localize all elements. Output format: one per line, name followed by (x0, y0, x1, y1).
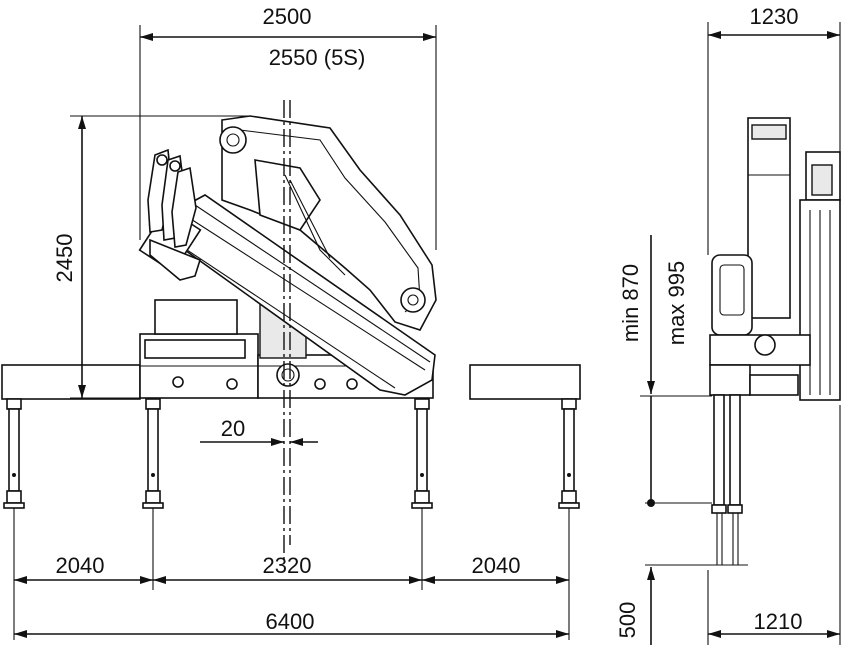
side-min-label: min 870 (618, 264, 643, 342)
dimension-side-stroke: 500 (615, 396, 712, 645)
crane-column (219, 115, 437, 331)
right-outer-leg (558, 398, 580, 509)
dimension-side-width: 1230 (707, 4, 841, 255)
side-legs (708, 394, 748, 566)
side-stroke-label: 500 (615, 602, 640, 639)
dimension-leg-spacing: 2040 2320 2040 (13, 508, 570, 640)
leg-left-label: 2040 (56, 553, 105, 578)
telescopic-boom (138, 194, 436, 396)
side-width-label: 1230 (750, 4, 799, 29)
side-base (709, 334, 811, 396)
folded-boom-tips (147, 148, 201, 281)
dimension-top-width: 2500 2550 (5S) (139, 4, 437, 250)
total-span-label: 6400 (266, 609, 315, 634)
dimension-side-base: 1210 (707, 405, 841, 645)
height-label: 2450 (52, 234, 77, 283)
front-view: 2500 2550 (5S) 2450 20 2040 2320 (1, 4, 581, 640)
offset-label: 20 (221, 416, 245, 441)
right-inner-leg (411, 398, 433, 509)
top-width-5s-label: 2550 (5S) (269, 45, 366, 70)
side-boom-pack (799, 151, 841, 401)
slewing-column-center (276, 363, 300, 387)
dimension-total-span: 6400 (14, 609, 569, 638)
dimension-side-min-max: min 870 max 995 (618, 235, 712, 397)
side-max-label: max 995 (664, 261, 689, 345)
side-control-box (711, 254, 753, 336)
side-column (747, 117, 791, 319)
side-view: 1230 min 870 max 995 500 1210 (615, 4, 841, 645)
left-outer-leg (3, 398, 25, 509)
leg-right-label: 2040 (472, 553, 521, 578)
left-outrigger-beam (1, 364, 141, 400)
dimension-height: 2450 (52, 115, 250, 399)
dimension-offset: 20 (200, 416, 318, 446)
leg-center-label: 2320 (263, 553, 312, 578)
left-inner-leg (142, 398, 164, 509)
right-outrigger-beam (469, 364, 581, 400)
top-width-label: 2500 (263, 4, 312, 29)
side-base-label: 1210 (754, 609, 803, 634)
